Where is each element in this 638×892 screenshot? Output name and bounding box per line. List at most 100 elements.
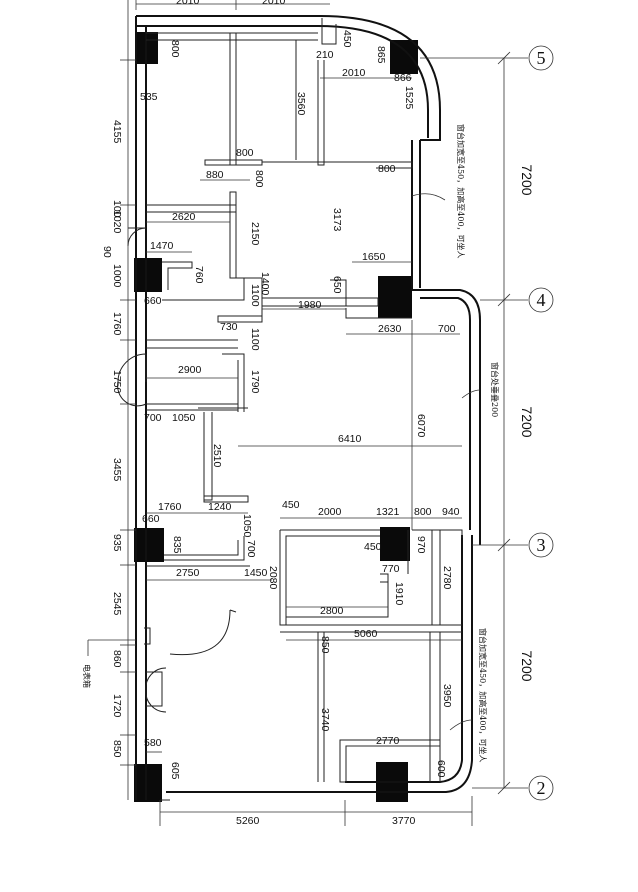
dim-label: 2900	[178, 364, 202, 376]
dim-label: 1050	[172, 412, 196, 424]
dim-label: 90	[101, 246, 113, 258]
axis-dimension-line	[420, 51, 528, 795]
dim-label: 2750	[176, 567, 200, 579]
dim-label: 6070	[415, 414, 427, 438]
column-center-4	[378, 276, 412, 318]
axis-marker-4: 4	[528, 287, 554, 313]
dim-label: 4155	[111, 120, 123, 144]
dim-label: 1760	[158, 501, 182, 513]
dim-label: 1400	[259, 272, 271, 296]
dim-label: 5260	[236, 815, 260, 827]
dim-label: 450	[341, 30, 353, 48]
window-sill-note-bottom: 窗台加宽至450，加高至400，可坐人	[478, 628, 488, 763]
note-leader-2	[461, 389, 481, 399]
dim-label: 450	[282, 499, 300, 511]
dim-label: 800	[378, 163, 396, 175]
dim-label: 650	[331, 276, 343, 294]
dim-label: 770	[382, 563, 400, 575]
dim-label: 5060	[354, 628, 378, 640]
dim-label: 2620	[172, 211, 196, 223]
dim-label: 2010	[176, 0, 200, 7]
window-sill-note-middle: 窗台处垂叠200	[490, 362, 500, 417]
dim-label: 1020	[111, 210, 123, 234]
note-leader-1	[411, 193, 446, 201]
dim-label: 800	[169, 40, 181, 58]
dim-label: 880	[206, 169, 224, 181]
dim-label: 1910	[393, 582, 405, 606]
left-dimension-chain	[120, 0, 136, 800]
dim-label: 800	[253, 170, 265, 188]
dim-label: 605	[169, 762, 181, 780]
dim-label: 1980	[298, 299, 322, 311]
dimension-labels: 2010 2010 800 450 210 865 2010 866 1525 …	[101, 0, 460, 827]
column-center-3	[380, 527, 410, 561]
dim-label: 1650	[362, 251, 386, 263]
dim-label: 3770	[392, 815, 416, 827]
column-left-2	[134, 258, 162, 292]
meter-box-label: 电表箱	[82, 664, 92, 688]
dim-label: 700	[245, 540, 257, 558]
dim-label: 2010	[262, 0, 286, 7]
dim-label: 1050	[241, 514, 253, 538]
dim-label: 940	[442, 506, 460, 518]
interior-walls	[144, 32, 463, 783]
dim-label: 1750	[111, 370, 123, 394]
dim-label: 210	[316, 49, 334, 61]
dim-label: 660	[144, 295, 162, 307]
svg-text:3: 3	[537, 535, 546, 555]
dim-label: 1000	[111, 264, 123, 288]
inner-dimension-lines	[146, 77, 462, 753]
dim-label: 760	[193, 266, 205, 284]
dim-label: 730	[220, 321, 238, 333]
dim-label: 3173	[331, 208, 343, 232]
dim-label: 3740	[319, 708, 331, 732]
dim-label: 1450	[244, 567, 268, 579]
dim-label: 850	[111, 740, 123, 758]
dim-label: 6410	[338, 433, 362, 445]
dim-label: 1100	[249, 284, 261, 307]
dim-label: 600	[435, 760, 447, 778]
dim-label: 1100	[249, 328, 261, 351]
dim-label: 2800	[320, 605, 344, 617]
dim-label: 1321	[376, 506, 400, 518]
svg-text:5: 5	[537, 48, 546, 68]
svg-text:4: 4	[537, 290, 546, 310]
dim-label: 700	[144, 412, 162, 424]
dim-label: 2770	[376, 735, 400, 747]
svg-text:2: 2	[537, 778, 546, 798]
dim-label: 835	[171, 536, 183, 554]
axis-marker-2: 2	[528, 775, 554, 801]
dim-label: 860	[111, 650, 123, 668]
axis-span-3: 7200	[519, 650, 535, 681]
column-left-3	[134, 528, 164, 562]
dim-label: 2780	[441, 566, 453, 590]
dim-label: 100	[111, 200, 123, 218]
dim-label: 2150	[249, 222, 261, 246]
dim-label: 2545	[111, 592, 123, 616]
dim-label: 1240	[208, 501, 232, 513]
axis-span-2: 7200	[519, 406, 535, 437]
column-top-right	[390, 40, 418, 74]
axis-marker-5: 5	[528, 45, 554, 71]
dim-label: 2010	[342, 67, 366, 79]
dim-label: 800	[236, 147, 254, 159]
bottom-dimension-chain	[159, 796, 473, 826]
top-dimension-chain	[135, 0, 330, 10]
column-bottom-left	[134, 764, 162, 802]
dim-label: 865	[375, 46, 387, 64]
dim-label: 866	[394, 72, 412, 84]
dim-label: 1525	[403, 86, 415, 110]
dim-label: 535	[140, 91, 158, 103]
dim-label: 3455	[111, 458, 123, 482]
dim-label: 660	[142, 513, 160, 525]
dim-label: 800	[414, 506, 432, 518]
dim-label: 1470	[150, 240, 174, 252]
dim-label: 580	[144, 737, 162, 749]
dim-label: 2630	[378, 323, 402, 335]
dim-label: 2080	[267, 566, 279, 590]
dim-label: 850	[319, 636, 331, 654]
dim-label: 1790	[249, 370, 261, 394]
exterior-walls	[135, 15, 481, 801]
axis-span-1: 7200	[519, 164, 535, 195]
